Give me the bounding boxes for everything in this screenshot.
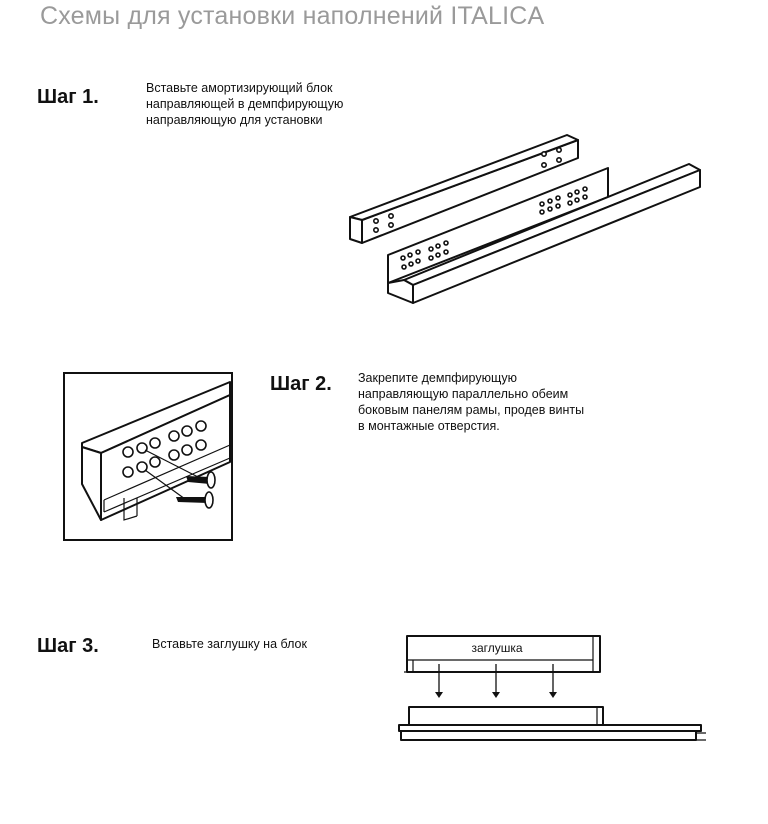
plug-label: заглушка <box>471 641 523 655</box>
step-1-line: направляющей в демпфирующую <box>146 97 344 111</box>
step-1-description: Вставьте амортизирующий блок направляюще… <box>146 80 343 128</box>
step-3-description: Вставьте заглушку на блок <box>152 636 307 652</box>
page-title: Схемы для установки наполнений ITALICA <box>40 2 545 30</box>
step-1-line: направляющую для установки <box>146 113 323 127</box>
step-2-line: боковым панелям рамы, продев винты <box>358 403 585 417</box>
step-1-label: Шаг 1. <box>37 86 99 108</box>
damper-rail <box>387 163 701 304</box>
step-3-line: Вставьте заглушку на блок <box>152 637 307 651</box>
step-2-line: направляющую параллельно обеим <box>358 387 569 401</box>
upper-rail <box>349 134 579 244</box>
step-2-description: Закрепите демпфирующую направляющую пара… <box>358 370 584 434</box>
step-2-line: Закрепите демпфирующую <box>358 371 517 385</box>
step-1-line: Вставьте амортизирующий блок <box>146 81 333 95</box>
step-2-label: Шаг 2. <box>270 373 332 395</box>
step-3-label: Шаг 3. <box>37 635 99 657</box>
arrow-down-icon <box>435 664 557 698</box>
step-2-line: в монтажные отверстия. <box>358 419 500 433</box>
screw-icon <box>176 471 216 509</box>
